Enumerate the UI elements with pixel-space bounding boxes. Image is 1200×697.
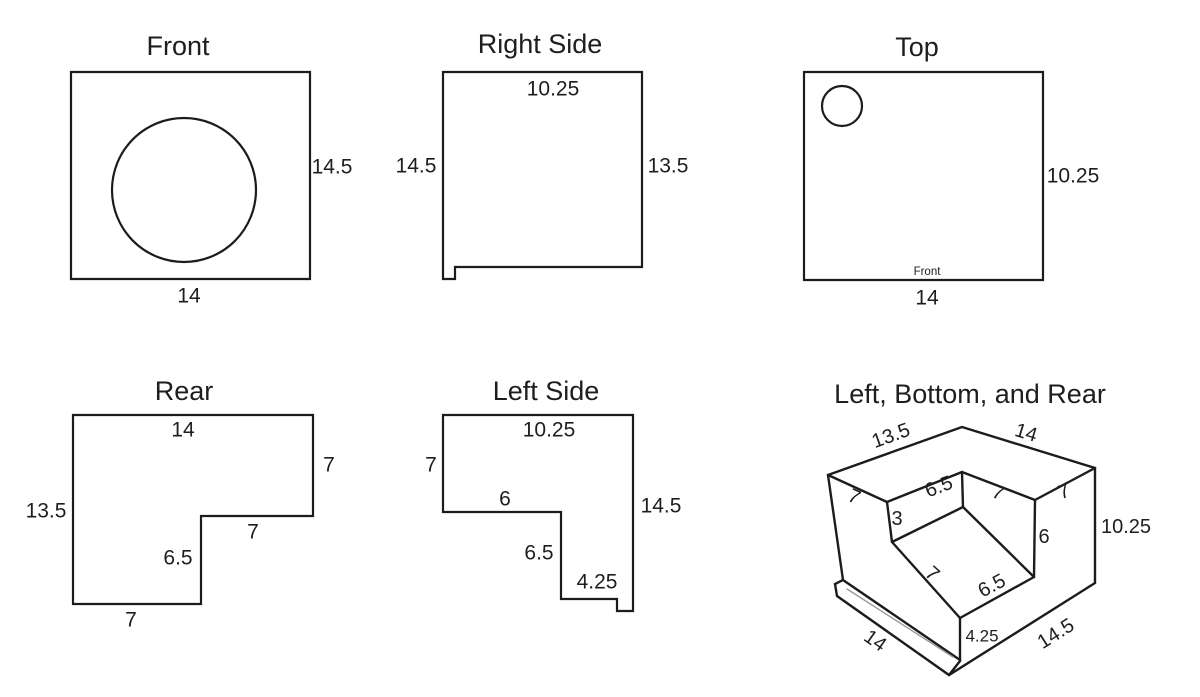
iso-floor-right-dim: 6.5	[975, 570, 1010, 602]
right-side-view: Right Side 10.25 14.5 13.5	[396, 29, 689, 281]
rear-right-dim: 7	[323, 454, 335, 477]
rear-bottom-dim: 7	[125, 609, 137, 632]
isometric-title: Left, Bottom, and Rear	[834, 379, 1106, 409]
front-view-title: Front	[146, 31, 210, 61]
iso-notch-depth-left-dim: 3	[891, 508, 902, 530]
iso-bottom-right-edge-dim: 14.5	[1034, 614, 1079, 653]
iso-edge-left-face-top	[826, 473, 889, 504]
front-height-dim: 14.5	[312, 156, 353, 179]
rear-step-height-dim: 6.5	[163, 547, 192, 570]
top-view-outline	[802, 70, 1045, 282]
iso-edge-notch-depth-right	[1032, 498, 1037, 579]
isometric-view: Left, Bottom, and Rear 13.5 14 10.25 14.…	[826, 379, 1151, 677]
rear-left-dim: 13.5	[26, 500, 67, 523]
iso-edge-notch-top	[885, 470, 964, 504]
iso-right-top-dim: 7	[1055, 480, 1073, 504]
left-side-title: Left Side	[493, 376, 600, 406]
iso-edge-floor-back-right	[961, 505, 1036, 579]
right-side-outline	[441, 70, 644, 281]
iso-edge-lip-crease	[846, 588, 954, 658]
iso-edge-notch-top-right	[960, 470, 1037, 502]
iso-edge-floor-front-left	[890, 540, 962, 620]
iso-floor-left-dim: 7	[921, 562, 944, 586]
top-view-title: Top	[895, 32, 939, 62]
front-view-outline	[69, 70, 312, 281]
iso-edge-notch-depth-left	[885, 500, 894, 544]
left-side-top-dim: 10.25	[523, 419, 576, 442]
top-port-circle	[820, 84, 864, 128]
iso-edge-right-top	[1033, 466, 1097, 502]
front-view: Front 14.5 14	[69, 31, 353, 308]
left-side-right-dim: 14.5	[641, 495, 682, 518]
iso-notch-depth-right-dim: 6	[1038, 526, 1049, 548]
front-width-dim: 14	[177, 285, 201, 308]
right-side-right-dim: 13.5	[648, 155, 689, 178]
top-right-dim: 10.25	[1047, 165, 1100, 188]
front-speaker-circle	[110, 116, 258, 264]
left-side-outline	[441, 413, 635, 613]
iso-edge-lip-end	[947, 659, 962, 677]
rear-view-title: Rear	[155, 376, 214, 406]
right-side-left-dim: 14.5	[396, 155, 437, 178]
rear-view: Rear 14 7 13.5 7 6.5 7	[26, 376, 335, 632]
left-side-left-dim: 7	[425, 454, 437, 477]
iso-edge-lip-top	[841, 578, 962, 662]
iso-edge-floor-front-right	[958, 575, 1036, 620]
rear-top-dim: 14	[171, 419, 195, 442]
iso-edge-notch-depth-center	[960, 470, 965, 509]
iso-edge-floor-back-left	[890, 505, 965, 544]
top-view: Top 10.25 Front 14	[802, 32, 1100, 310]
left-side-step-dim: 6.5	[524, 542, 553, 565]
iso-right-edge-dim: 10.25	[1101, 516, 1151, 538]
rear-step-width-dim: 7	[247, 521, 259, 544]
rear-view-outline	[71, 413, 315, 606]
left-side-bottom-dim: 4.25	[577, 571, 618, 594]
iso-lip-height-dim: 4.25	[965, 627, 998, 646]
top-bottom-dim: 14	[915, 287, 939, 310]
right-side-title: Right Side	[478, 29, 603, 59]
right-side-top-dim: 10.25	[527, 78, 580, 101]
left-side-view: Left Side 10.25 7 6 14.5 6.5 4.25	[425, 376, 682, 613]
top-front-marker: Front	[914, 266, 942, 278]
left-side-middle-dim: 6	[499, 488, 511, 511]
iso-left-face-top-dim: 7	[844, 485, 863, 510]
